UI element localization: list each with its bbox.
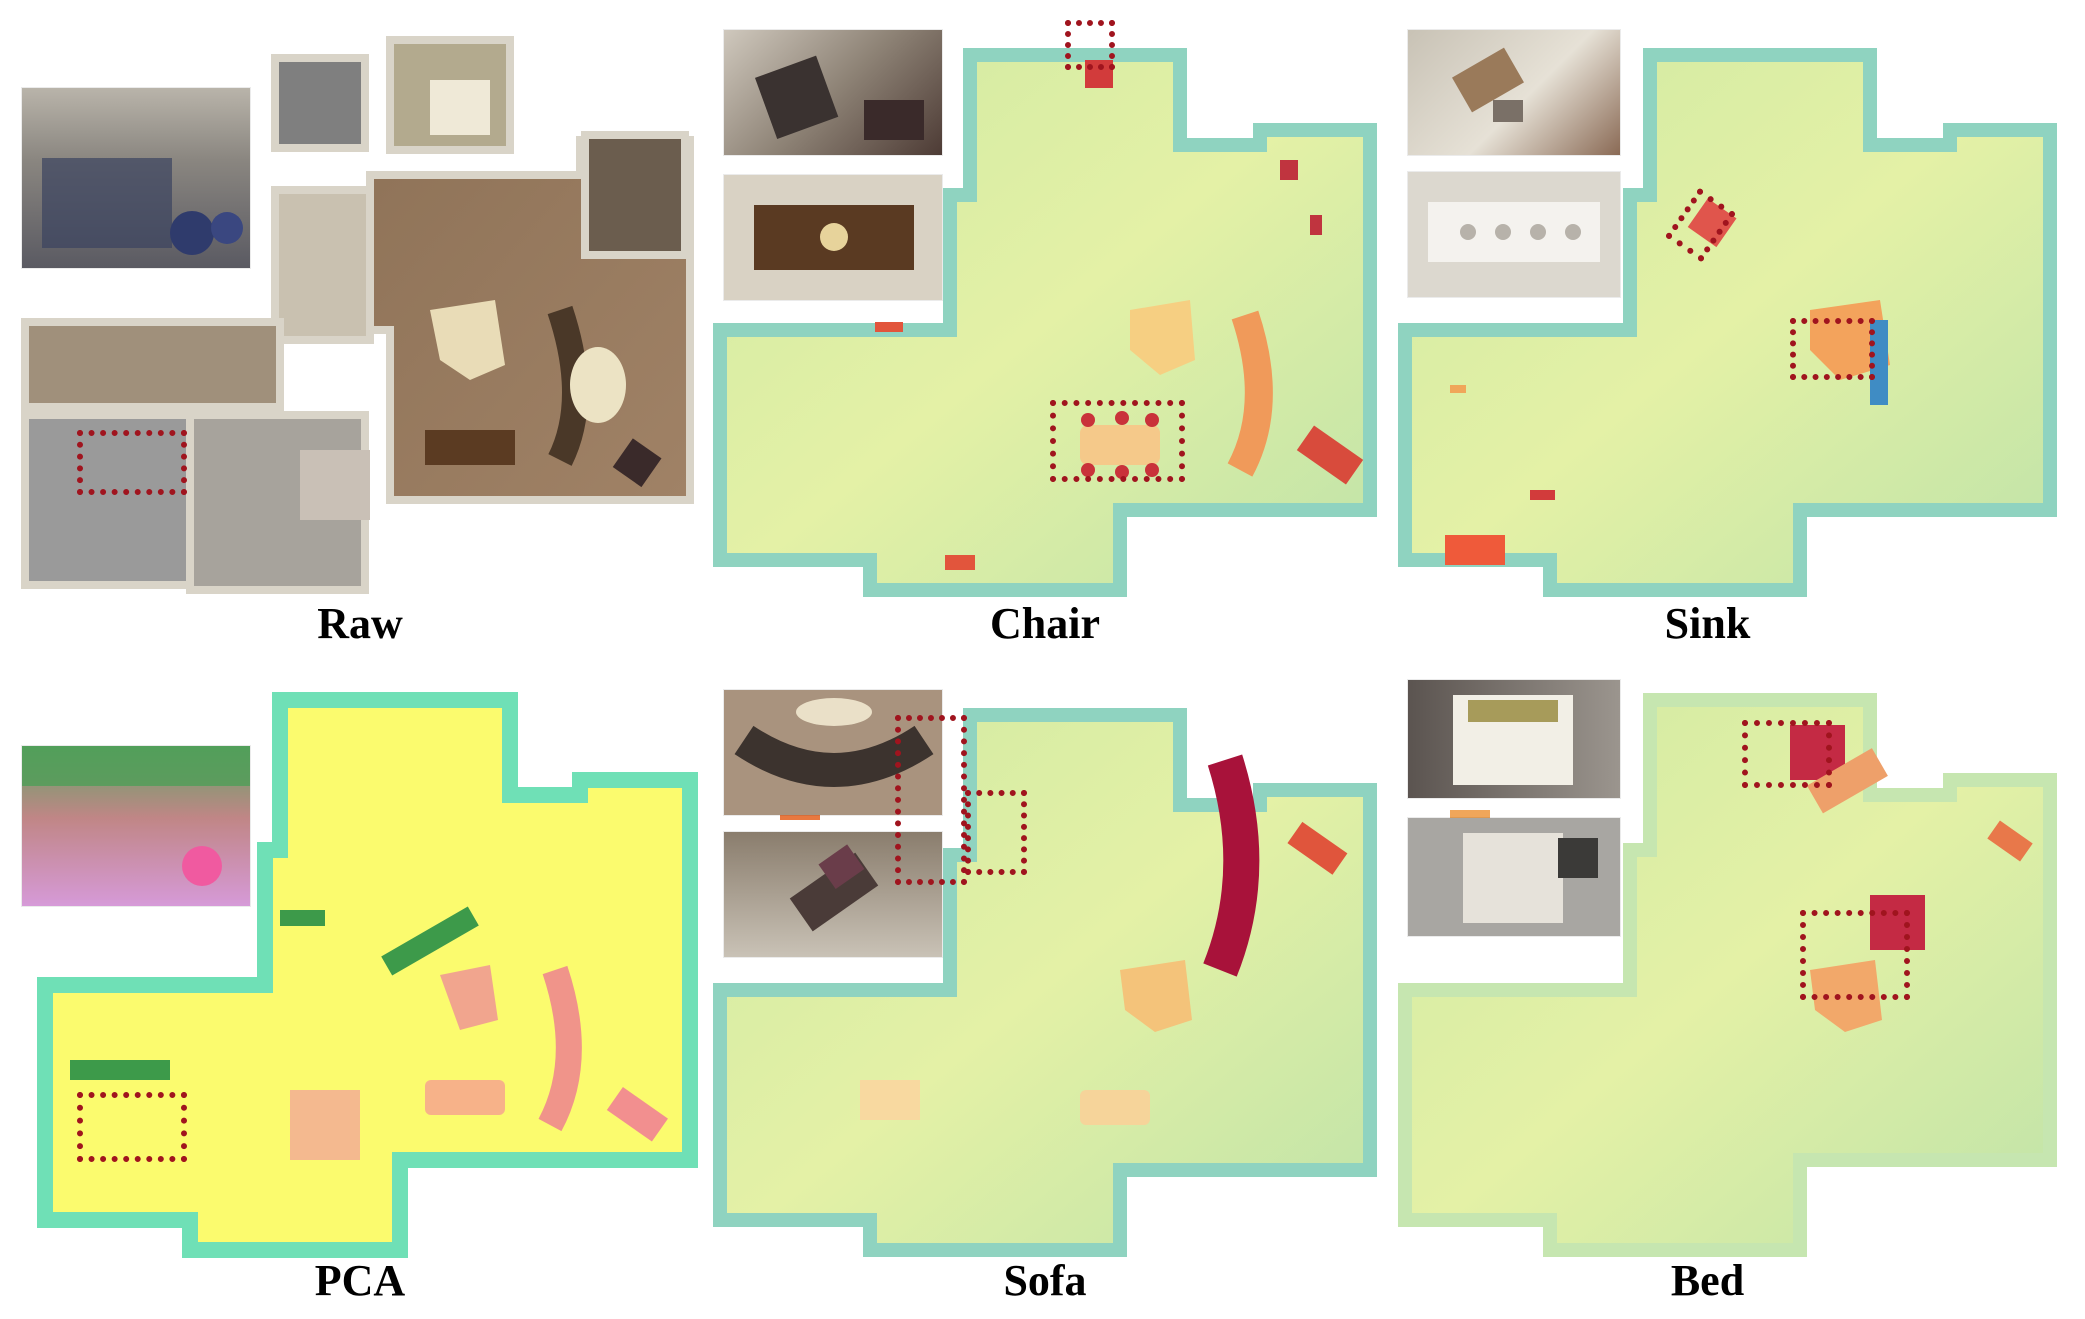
sofa-highlight-chair <box>965 790 1027 875</box>
bed-heatmap <box>1398 693 2057 1257</box>
sofa-highlight-main <box>895 715 967 885</box>
raw-floorplan <box>21 36 694 594</box>
sofa-inset-top <box>724 690 942 815</box>
pca-map <box>37 692 698 1258</box>
panel-raw: Raw <box>0 0 700 650</box>
panel-bed: Bed <box>1390 660 2085 1319</box>
sofa-inset-bottom <box>724 832 942 957</box>
bed-inset-top <box>1408 680 1620 798</box>
sink-highlight-center <box>1790 318 1875 380</box>
caption-raw: Raw <box>317 599 403 648</box>
bed-highlight-top <box>1742 720 1832 788</box>
caption-sofa: Sofa <box>1003 1256 1087 1305</box>
chair-inset-bottom <box>724 175 942 300</box>
panel-sofa: Sofa <box>700 660 1390 1319</box>
panel-sink: Sink <box>1390 0 2085 650</box>
sofa-heatmap <box>713 708 1377 1257</box>
pca-highlight-box <box>77 1092 187 1162</box>
bed-inset-bottom <box>1408 818 1620 936</box>
pca-inset <box>22 746 250 906</box>
raw-highlight-box <box>77 430 187 495</box>
chair-inset-top <box>724 30 942 155</box>
caption-pca: PCA <box>314 1256 406 1305</box>
sink-inset-bottom <box>1408 172 1620 297</box>
panel-chair: Chair <box>700 0 1390 650</box>
chair-heatmap <box>713 48 1377 597</box>
sink-heatmap <box>1398 48 2057 597</box>
chair-highlight-top <box>1065 20 1115 70</box>
caption-chair: Chair <box>990 599 1100 648</box>
caption-bed: Bed <box>1670 1256 1745 1305</box>
raw-inset-closet <box>22 88 250 268</box>
chair-highlight-table <box>1050 400 1185 482</box>
bed-highlight-bottom <box>1800 910 1910 1000</box>
panel-pca: PCA <box>0 660 700 1319</box>
sink-inset-top <box>1408 30 1620 155</box>
caption-sink: Sink <box>1664 599 1751 648</box>
